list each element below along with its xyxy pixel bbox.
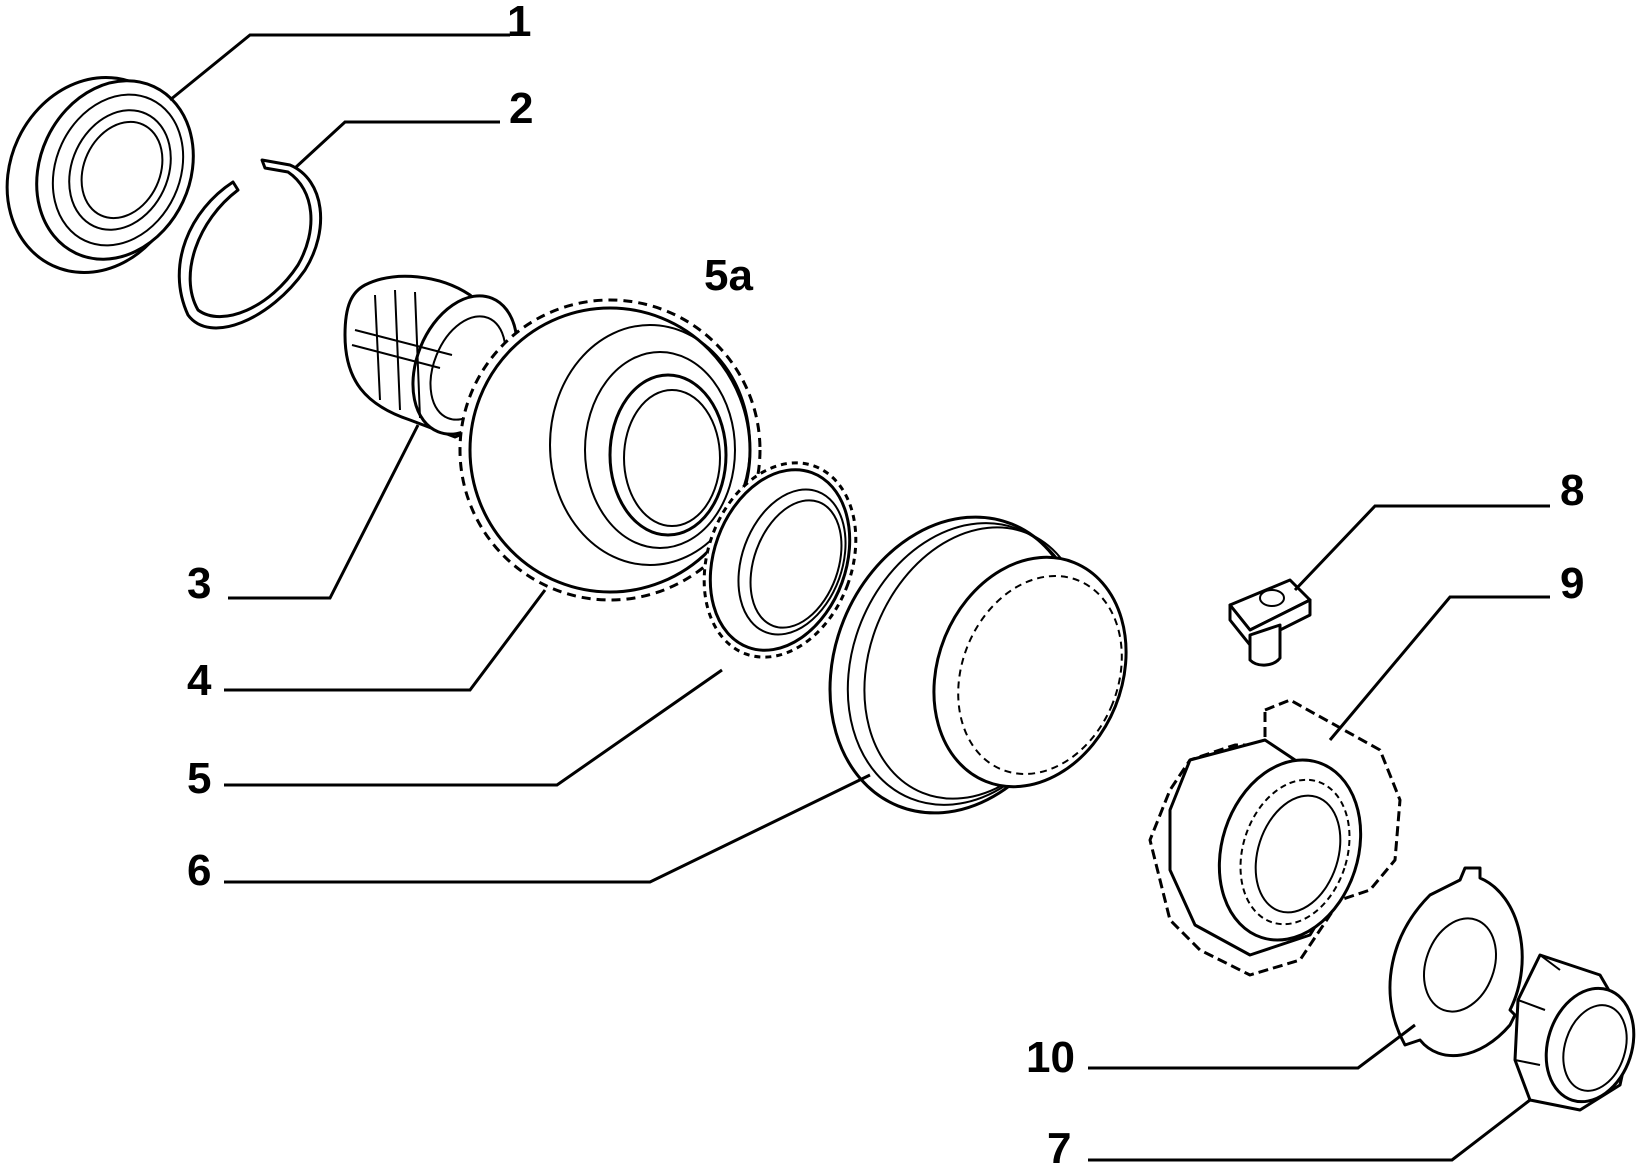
callout-10: 10 bbox=[1026, 1033, 1075, 1082]
leader-2 bbox=[293, 120, 500, 170]
part-9-synchro-hub bbox=[1148, 698, 1402, 977]
part-7-nut bbox=[1513, 953, 1636, 1112]
callout-7: 7 bbox=[1047, 1124, 1071, 1164]
leader-8 bbox=[1293, 504, 1550, 592]
leader-3 bbox=[228, 424, 420, 600]
part-2-snap-ring bbox=[177, 158, 323, 330]
leader-10 bbox=[1088, 1023, 1416, 1070]
callout-5a: 5a bbox=[704, 251, 753, 300]
leader-7 bbox=[1088, 1098, 1531, 1162]
leader-5 bbox=[224, 668, 723, 787]
part-6-sliding-sleeve bbox=[828, 515, 1128, 815]
callout-9: 9 bbox=[1560, 559, 1584, 608]
part-5-synchro-ring bbox=[702, 461, 858, 659]
callout-labels: 1 2 5a 3 4 5 6 8 9 10 7 bbox=[187, 0, 1584, 1164]
callout-1: 1 bbox=[507, 0, 531, 46]
callout-6: 6 bbox=[187, 846, 211, 895]
callout-3: 3 bbox=[187, 559, 211, 608]
leader-6 bbox=[224, 773, 871, 884]
callout-4: 4 bbox=[187, 656, 212, 705]
leader-1 bbox=[169, 33, 510, 102]
callout-5: 5 bbox=[187, 754, 211, 803]
leader-4 bbox=[224, 589, 547, 692]
leader-lines bbox=[169, 33, 1550, 1162]
leader-9 bbox=[1328, 595, 1550, 741]
callout-8: 8 bbox=[1560, 466, 1584, 515]
callout-2: 2 bbox=[509, 84, 533, 133]
part-8-synchro-key bbox=[1228, 578, 1312, 667]
part-1-bearing bbox=[5, 76, 195, 274]
part-10-thrust-washer bbox=[1388, 866, 1524, 1057]
part-4-gear bbox=[458, 298, 762, 602]
